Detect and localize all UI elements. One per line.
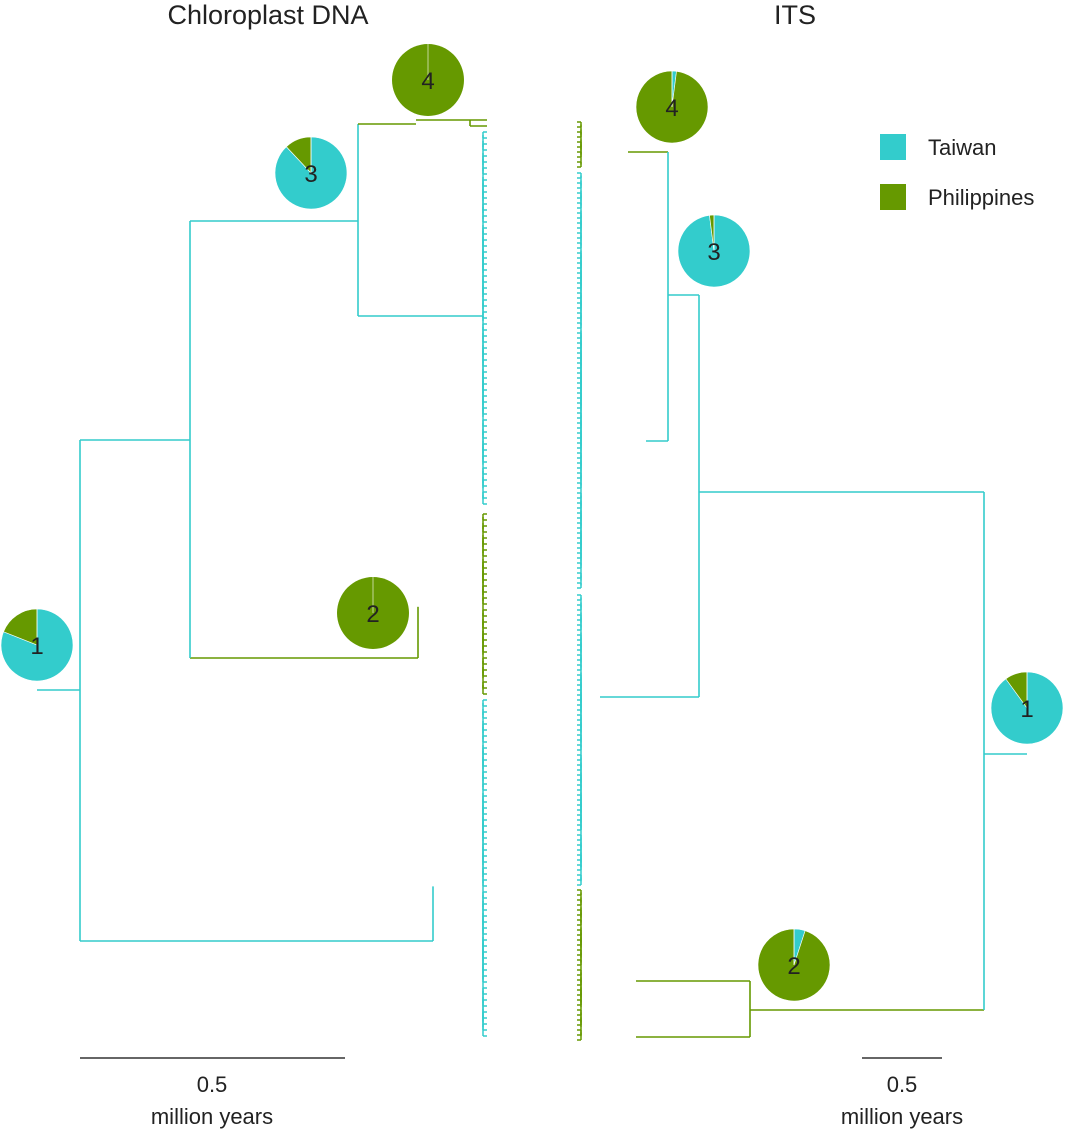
- pie-label: 2: [366, 601, 379, 628]
- pie-its-clade-4: 4: [635, 70, 709, 144]
- pie-cpdna-clade-1: 1: [0, 608, 74, 682]
- pie-label: 2: [787, 953, 800, 980]
- legend-swatch-taiwan: [880, 134, 906, 160]
- pie-label: 1: [30, 633, 43, 660]
- tree-cpdna: [37, 119, 487, 1037]
- pie-slice-philippines: [3, 608, 38, 646]
- legend-label-philippines: Philippines: [928, 185, 1034, 210]
- pie-label: 3: [707, 239, 720, 266]
- pie-charts: 1 2 3 4 1 2 3 4: [0, 44, 1064, 1002]
- pie-label: 3: [304, 161, 317, 188]
- tree-its: [577, 121, 1027, 1041]
- pie-its-clade-3: 3: [677, 214, 751, 288]
- pie-label: 1: [1020, 696, 1033, 723]
- pie-cpdna-clade-3: 3: [274, 136, 348, 210]
- legend-swatch-philippines: [880, 184, 906, 210]
- scale-bar-unit: million years: [151, 1104, 273, 1129]
- legend: Taiwan Philippines: [880, 134, 1034, 210]
- scale-bar-value: 0.5: [887, 1072, 918, 1097]
- scale-bar-value: 0.5: [197, 1072, 228, 1097]
- pie-cpdna-clade-2: 2: [337, 577, 409, 649]
- pie-its-clade-2: 2: [757, 928, 831, 1002]
- pie-label: 4: [421, 68, 434, 95]
- scale-bar-unit: million years: [841, 1104, 963, 1129]
- scale-bar-its: 0.5 million years: [841, 1057, 963, 1129]
- pie-label: 4: [665, 95, 678, 122]
- pie-cpdna-clade-4: 4: [392, 44, 464, 116]
- panel-title-cpdna: Chloroplast DNA: [167, 0, 368, 30]
- pie-its-clade-1: 1: [990, 671, 1064, 745]
- legend-label-taiwan: Taiwan: [928, 135, 996, 160]
- panel-title-its: ITS: [774, 0, 816, 30]
- scale-bar-cpdna: 0.5 million years: [80, 1057, 345, 1129]
